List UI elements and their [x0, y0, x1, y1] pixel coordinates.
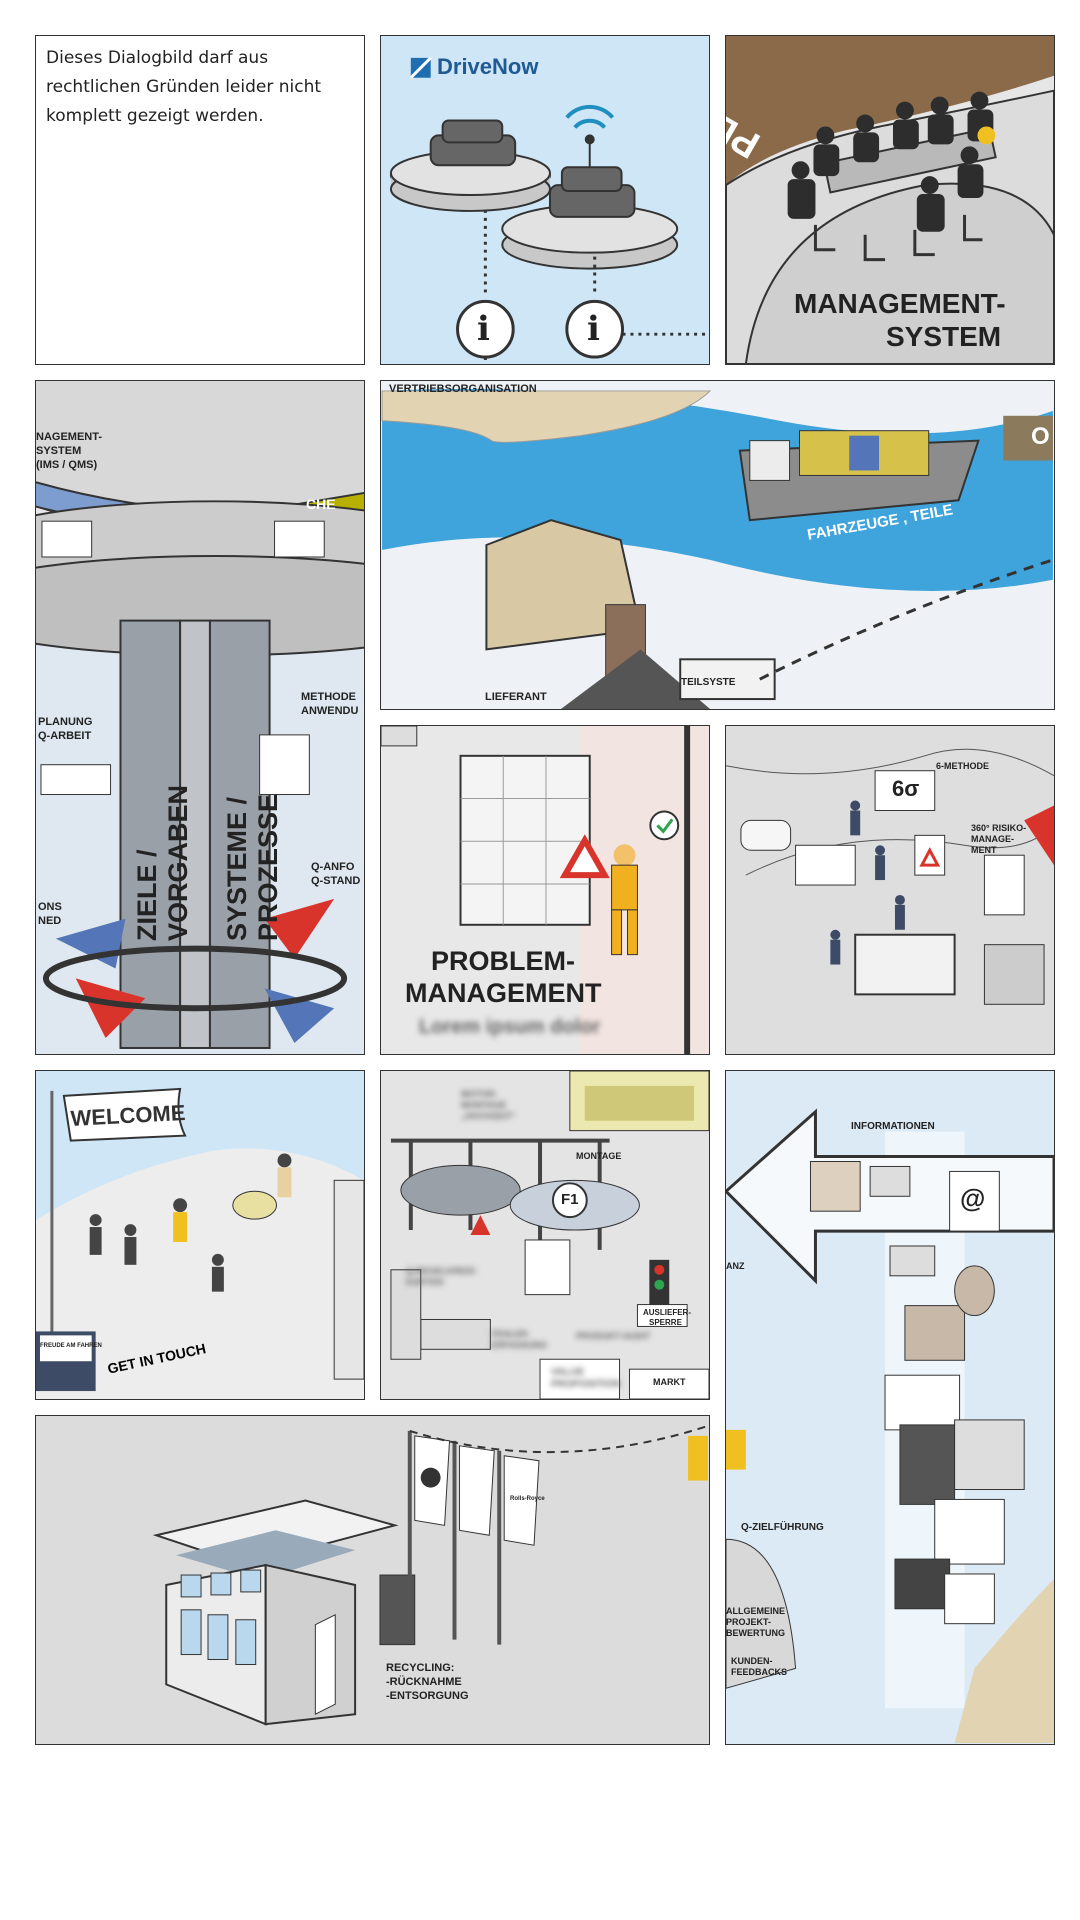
management-title-2: SYSTEM — [886, 321, 1002, 352]
planung-label: PLANUNG — [38, 716, 93, 728]
value-label-1: VALUE — [551, 1367, 585, 1378]
planung-label-2: Q-ARBEIT — [38, 730, 92, 742]
information-panel: INFORMATIONEN ANZ @ Q-ZIELFÜHRUNG ALLGEM… — [725, 1070, 1055, 1745]
rolls-royce-flag-text: Rolls-Royce — [510, 1496, 545, 1502]
q-anf-label: Q-ANFO — [311, 861, 355, 873]
motor-label-1: MOTOR- — [461, 1089, 498, 1099]
risk-label-3: MENT — [971, 845, 997, 855]
kunden-label-2: FEEDBACKS — [731, 1667, 788, 1677]
truck-label: TEILSYSTE — [681, 677, 736, 688]
management-panel: PLAN MANAGEMENT- SYSTEM — [725, 35, 1055, 365]
fehler-label-1: FEHLER- — [491, 1329, 530, 1339]
allg-label-2: PROJEKT- — [726, 1617, 772, 1627]
tower-panel: NAGEMENT- SYSTEM (IMS / QMS) CHE ZIELE /… — [35, 380, 365, 1055]
legal-notice-text: Dieses Dialogbild darf aus rechtlichen G… — [46, 48, 322, 126]
drivenow-logo: DriveNow — [437, 54, 539, 79]
methods-label-2: ANWENDU — [301, 705, 359, 717]
kunden-label-1: KUNDEN- — [731, 1656, 773, 1666]
f1-badge: F1 — [561, 1191, 579, 1208]
problem-title-2: MANAGEMENT — [405, 978, 602, 1008]
methods-label: METHODE — [301, 691, 356, 703]
allg-label-1: ALLGEMEINE — [726, 1606, 786, 1616]
ons-label-2: NED — [38, 915, 62, 927]
motor-label-3: „HOCHZEIT“ — [461, 1111, 516, 1121]
value-label-2: PROPOSITION — [551, 1379, 621, 1390]
problem-subtitle-blurred: Lorem ipsum dolor — [419, 1016, 601, 1038]
supplier-label: LIEFERANT — [485, 691, 547, 703]
markt-label: MARKT — [653, 1377, 686, 1387]
at-icon: @ — [960, 1183, 986, 1213]
tower-left-label-2: SYSTEM — [36, 445, 82, 457]
q-regel-label-2: KARTEN — [406, 1277, 444, 1287]
drivenow-panel: DriveNow i i — [380, 35, 710, 365]
tower-left-label-1: NAGEMENT- — [36, 431, 102, 443]
motor-label-2: MONTAGE — [461, 1100, 507, 1110]
six-sigma-symbol: 6σ — [892, 776, 920, 801]
assembly-panel: MOTOR- MONTAGE „HOCHZEIT“ MONTAGE F1 Q-R… — [380, 1070, 710, 1400]
drivenow-illustration — [389, 56, 709, 364]
ons-label-1: ONS — [38, 901, 62, 913]
sign-label: O — [1031, 423, 1050, 450]
sales-org-label: VERTRIEBSORGANISATION — [389, 383, 537, 395]
welcome-illustration — [36, 1071, 364, 1399]
recycling-panel: RECYCLING: -RÜCKNAHME -ENTSORGUNG Rolls-… — [35, 1415, 710, 1745]
welcome-panel: WELCOME GET IN TOUCH FREUDE AM FAHREN — [35, 1070, 365, 1400]
risk-label-2: MANAGE- — [971, 834, 1014, 844]
recycling-label-3: -ENTSORGUNG — [386, 1690, 469, 1702]
information-illustration — [726, 1108, 1054, 1743]
management-title-1: MANAGEMENT- — [794, 288, 1006, 319]
recycling-label-2: -RÜCKNAHME — [386, 1676, 462, 1688]
info-icon: i — [477, 309, 490, 349]
problem-illustration — [381, 726, 709, 1054]
goals-column-label: ZIELE / VORGABEN — [132, 784, 193, 941]
tower-ring-label: CHE — [306, 496, 336, 512]
logistics-illustration — [381, 388, 1054, 709]
audit-label: PRODUKT-AUDIT — [576, 1331, 651, 1341]
risk-label-1: 360° RISIKO- — [971, 823, 1027, 833]
montage-label: MONTAGE — [576, 1151, 622, 1161]
allg-label-3: BEWERTUNG — [726, 1628, 785, 1638]
problem-title-1: PROBLEM- — [431, 946, 575, 976]
q-stand-label: Q-STAND — [311, 875, 361, 887]
management-illustration — [726, 36, 1054, 364]
systems-column-label: SYSTEME / PROZESSE — [222, 793, 283, 941]
assembly-illustration — [390, 1071, 709, 1399]
tower-illustration — [36, 381, 364, 1053]
tower-left-label-3: (IMS / QMS) — [36, 459, 98, 471]
notice-panel: Dieses Dialogbild darf aus rechtlichen G… — [35, 35, 365, 365]
sperre-label-2: SPERRE — [649, 1318, 682, 1327]
methods-panel: 6σ 6-METHODE 360° RISIKO- MANAGE- MENT — [725, 725, 1055, 1055]
fehler-label-2: ERFASSUNG — [491, 1340, 548, 1350]
methods-illustration — [726, 726, 1054, 1054]
freude-sign: FREUDE AM FAHREN — [40, 1343, 102, 1349]
sperre-label-1: AUSLIEFER- — [643, 1308, 691, 1317]
information-title: INFORMATIONEN — [851, 1121, 935, 1132]
recycling-illustration — [152, 1424, 709, 1726]
methods-six-label: 6-METHODE — [936, 761, 990, 771]
problem-panel: PROBLEM- MANAGEMENT Lorem ipsum dolor — [380, 725, 710, 1055]
info-icon: i — [587, 309, 600, 349]
recycling-label-1: RECYCLING: — [386, 1662, 455, 1674]
anz-label: ANZ — [726, 1261, 745, 1271]
q-regel-label-1: Q-REGELKREIS- — [406, 1266, 478, 1276]
q-ziel-label: Q-ZIELFÜHRUNG — [741, 1522, 824, 1533]
logistics-panel: VERTRIEBSORGANISATION FAHRZEUGE , TEILE … — [380, 380, 1055, 710]
